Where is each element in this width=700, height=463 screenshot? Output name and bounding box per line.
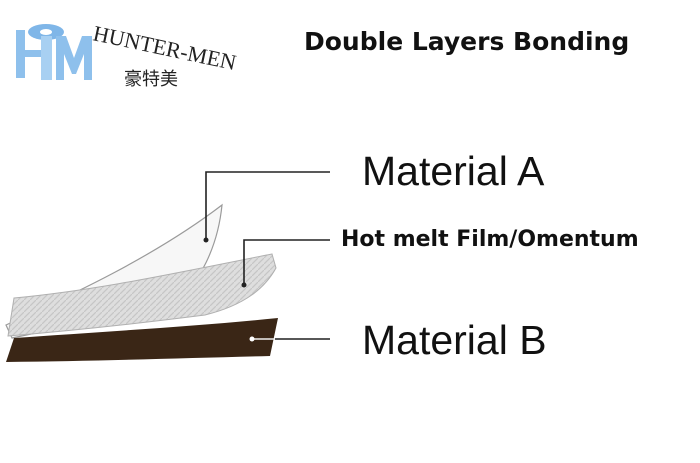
leader-line-hot-melt-film xyxy=(241,239,330,288)
leader-line-material-a xyxy=(203,171,330,243)
brand-name-cn: 豪特美 xyxy=(124,69,178,90)
material-b-label: Material B xyxy=(362,317,547,363)
hunter-men-logo: HUNTER-MEN 豪特美 xyxy=(16,20,239,90)
page-title: Double Layers Bonding xyxy=(304,27,630,56)
material-b-layer xyxy=(6,318,278,362)
leader-line-material-b xyxy=(249,336,330,342)
hot-melt-film-layer xyxy=(7,253,277,337)
htm-monogram-icon xyxy=(16,24,92,80)
hot-melt-film-label: Hot melt Film/Omentum xyxy=(341,227,639,252)
material-a-label: Material A xyxy=(362,148,545,194)
